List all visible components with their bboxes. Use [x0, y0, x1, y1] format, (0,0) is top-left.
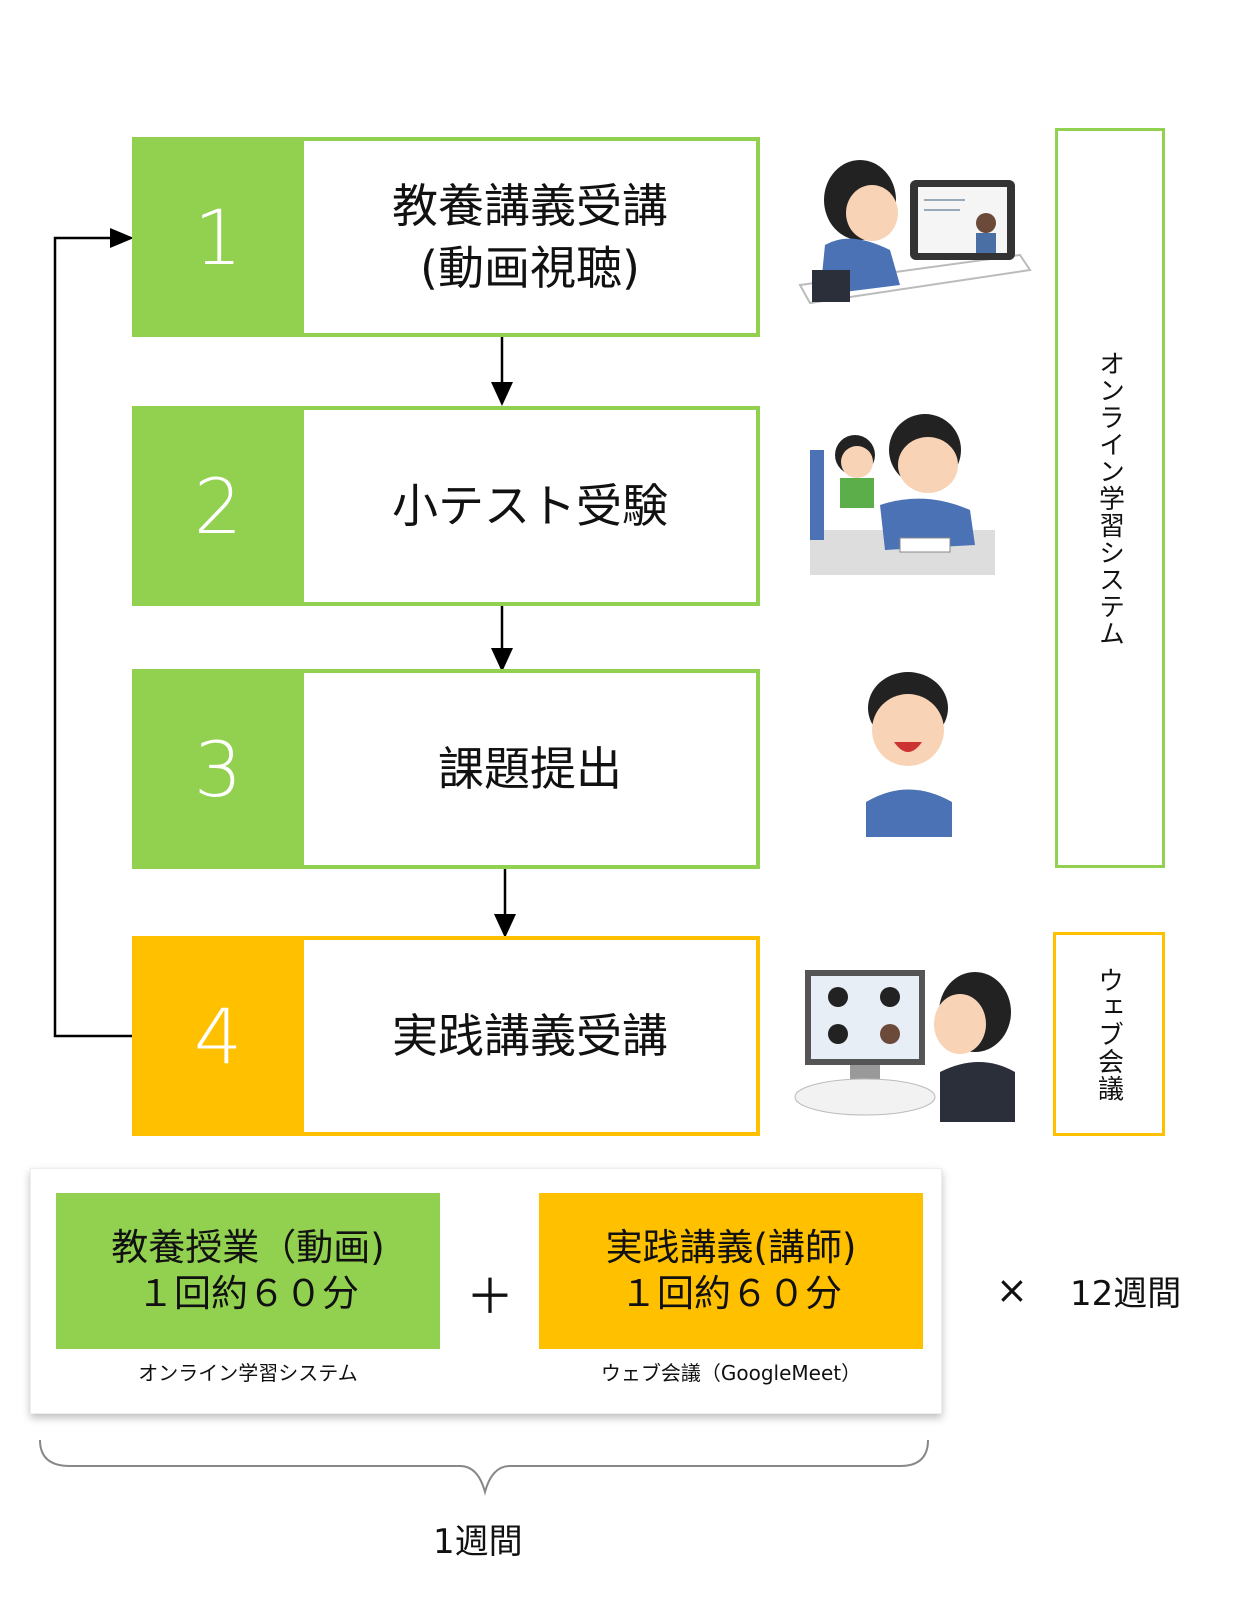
- step-label: 教養講義受講 (動画視聴): [304, 141, 756, 333]
- lecture-video-title: 教養授業（動画): [111, 1226, 385, 1269]
- step-label: 実践講義受講: [304, 940, 756, 1132]
- online-system-label: オンライン学習システム: [1094, 349, 1125, 647]
- step-label-line1: 教養講義受講: [392, 179, 668, 233]
- multiply-sign: ×: [996, 1268, 1028, 1312]
- step-number: 3: [193, 724, 243, 814]
- practical-lecture-caption: ウェブ会議（GoogleMeet）: [600, 1361, 862, 1385]
- student-in-video-conference-icon: [794, 970, 1015, 1122]
- down-arrow-2: [491, 606, 513, 672]
- step-2: 2 小テスト受験: [132, 406, 760, 606]
- step-label: 課題提出: [304, 673, 756, 865]
- step-number: 4: [193, 991, 243, 1081]
- students-taking-test-icon: [810, 414, 995, 575]
- step-label: 小テスト受験: [304, 410, 756, 602]
- down-arrow-1: [491, 336, 513, 406]
- week-brace: [39, 1439, 929, 1496]
- down-arrow-3: [494, 868, 516, 938]
- step-label-line2: (動画視聴): [420, 241, 640, 295]
- loop-arrowhead: [110, 228, 134, 248]
- step-number: 2: [193, 461, 243, 551]
- practical-lecture-title: 実践講義(講師): [605, 1226, 857, 1269]
- web-meeting-label-box: ウェブ会議: [1053, 932, 1165, 1136]
- step-4: 4 実践講義受講: [132, 936, 760, 1136]
- lecture-video-box: 教養授業（動画) １回約６０分: [56, 1193, 440, 1349]
- step-3: 3 課題提出: [132, 669, 760, 869]
- lecture-video-caption: オンライン学習システム: [138, 1361, 358, 1385]
- step-1: 1 教養講義受講 (動画視聴): [132, 137, 760, 337]
- step-number: 1: [193, 192, 243, 282]
- student-watching-tablet-lecture-icon: [798, 160, 1032, 305]
- total-weeks-label: 12週間: [1070, 1274, 1182, 1314]
- lecture-video-duration: １回約６０分: [137, 1272, 359, 1315]
- practical-lecture-duration: １回約６０分: [620, 1272, 842, 1315]
- loop-back-arrow: [53, 236, 132, 1038]
- online-system-label-box: オンライン学習システム: [1055, 128, 1165, 868]
- practical-lecture-box: 実践講義(講師) １回約６０分: [539, 1193, 923, 1349]
- weekly-summary-panel: 教養授業（動画) １回約６０分 オンライン学習システム ＋ 実践講義(講師) １…: [30, 1168, 942, 1414]
- web-meeting-label: ウェブ会議: [1093, 966, 1124, 1102]
- one-week-label: 1週間: [433, 1522, 523, 1562]
- smiling-student-writing-icon: [866, 672, 952, 837]
- plus-sign: ＋: [466, 1269, 515, 1325]
